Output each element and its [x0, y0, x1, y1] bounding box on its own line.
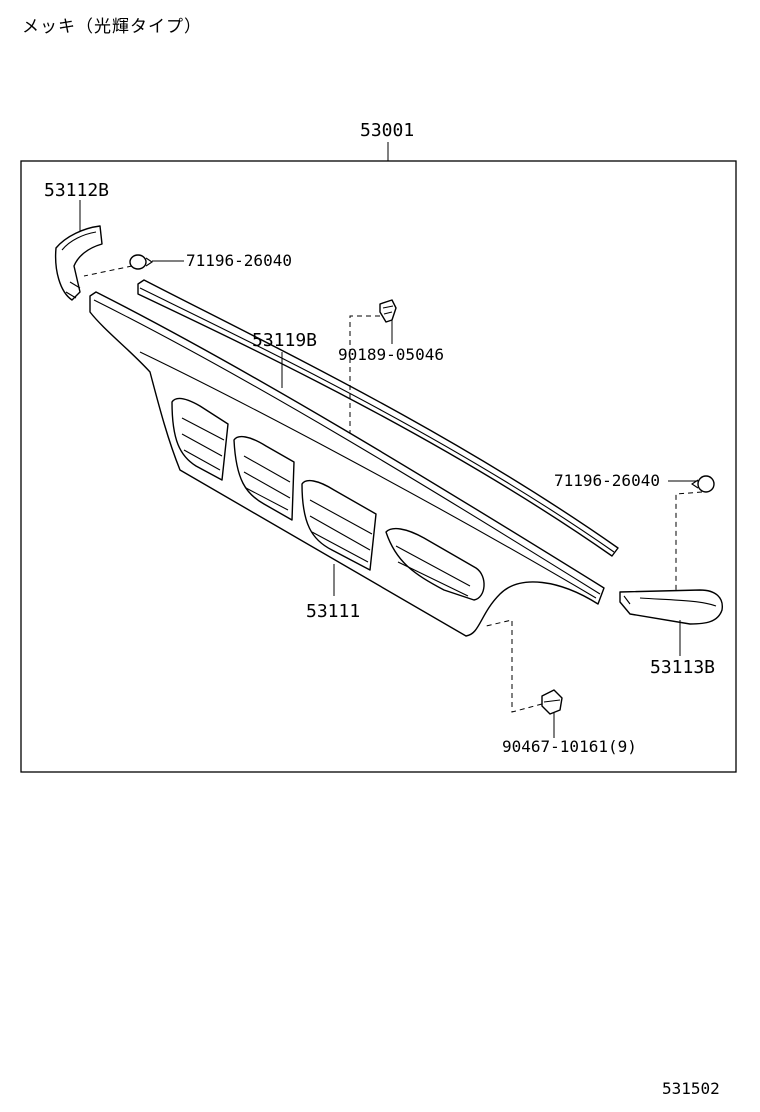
label-53112B[interactable]: 53112B: [44, 180, 109, 201]
diagram-caption: メッキ（光輝タイプ）: [22, 17, 202, 37]
assembly-frame: [20, 160, 737, 773]
main-grille[interactable]: [89, 291, 605, 637]
clip-right-dash: [661, 491, 703, 595]
label-clip-left[interactable]: 71196-26040: [186, 251, 292, 270]
clip-left-dash: [83, 265, 133, 277]
right-end-piece[interactable]: [619, 589, 723, 625]
clip-bottom-dash: [485, 619, 543, 713]
clip-right[interactable]: [691, 475, 715, 493]
upper-molding[interactable]: [137, 279, 619, 557]
label-clip-bottom[interactable]: 90467-10161(9): [502, 737, 637, 756]
clip-left[interactable]: [129, 254, 153, 270]
left-end-piece[interactable]: [54, 225, 103, 301]
label-53001[interactable]: 53001: [360, 120, 414, 141]
label-screw[interactable]: 90189-05046: [338, 345, 444, 364]
screw[interactable]: [379, 299, 397, 323]
label-clip-right[interactable]: 71196-26040: [554, 471, 660, 490]
label-53111[interactable]: 53111: [306, 601, 360, 622]
label-53119B[interactable]: 53119B: [252, 330, 317, 351]
clip-bottom[interactable]: [541, 689, 563, 715]
label-53113B[interactable]: 53113B: [650, 657, 715, 678]
diagram-number: 531502: [662, 1079, 720, 1098]
screw-dash: [289, 315, 380, 476]
